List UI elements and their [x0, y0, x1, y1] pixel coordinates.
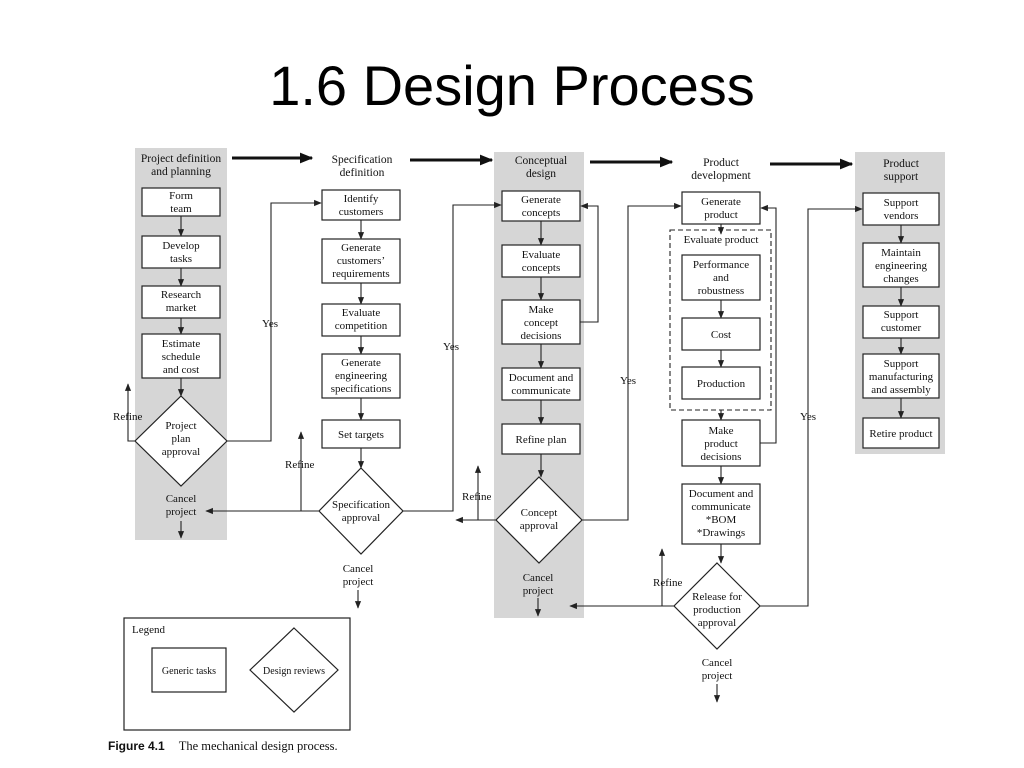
project-approval-diamond	[134, 395, 228, 487]
support-manuf-box	[862, 353, 940, 399]
set-targets-label: Set targets	[338, 429, 384, 441]
yes-label-3: Yes	[620, 375, 636, 387]
cost-box	[681, 317, 761, 351]
refine-label-2: Refine	[285, 459, 314, 471]
refine-plan-label: Refine plan	[515, 434, 567, 446]
support-vendors-box	[862, 192, 940, 226]
spec-approval-diamond	[318, 467, 404, 555]
yes-label-2: Yes	[443, 341, 459, 353]
refine-label-1: Refine	[113, 411, 142, 423]
research-market-box	[141, 285, 221, 319]
identify-customers-box	[321, 189, 401, 221]
retire-product-label: Retire product	[869, 428, 932, 440]
evaluate-product-label: Evaluate product	[684, 234, 759, 246]
product-loop	[760, 204, 777, 444]
yes-path-3	[582, 202, 682, 521]
yes-path-4	[760, 205, 863, 607]
gen-requirements-box	[321, 238, 401, 284]
doc-comm-box	[501, 367, 581, 401]
performance-box	[681, 254, 761, 301]
refine-loop-1	[124, 383, 135, 442]
production-label: Production	[697, 378, 746, 390]
gen-product-box	[681, 191, 761, 225]
estimate-box	[141, 333, 221, 379]
support-customer-box	[862, 305, 940, 339]
concept-approval-diamond	[495, 476, 583, 564]
refine-label-4: Refine	[653, 577, 682, 589]
gen-concepts-box	[501, 190, 581, 222]
legend-generic-label: Generic tasks	[162, 666, 216, 677]
slide-title: 1.6 Design Process	[269, 54, 755, 117]
figure-number: Figure 4.1	[108, 739, 165, 753]
develop-tasks-box	[141, 235, 221, 269]
yes-path-2	[403, 201, 502, 512]
figure-caption: Figure 4.1 The mechanical design process…	[108, 737, 338, 754]
yes-path-1	[227, 199, 322, 442]
yes-label-4: Yes	[800, 411, 816, 423]
yes-label-1: Yes	[262, 318, 278, 330]
form-team-box	[141, 187, 221, 217]
legend-review-diamond	[249, 627, 339, 713]
legend-title: Legend	[132, 624, 165, 636]
concept-loop	[580, 202, 599, 323]
figure-caption-text: The mechanical design process.	[179, 739, 338, 753]
refine-loop-2	[297, 431, 319, 512]
release-approval-diamond	[673, 562, 761, 650]
legend-review-label: Design reviews	[263, 666, 325, 677]
maintain-changes-box	[862, 242, 940, 288]
retire-product-box	[862, 417, 940, 449]
legend-generic-box	[151, 647, 227, 693]
doc-comm2-box	[681, 483, 761, 545]
make-product-box	[681, 419, 761, 467]
eval-concepts-box	[501, 244, 581, 278]
refine-label-3: Refine	[462, 491, 491, 503]
set-targets-box	[321, 419, 401, 449]
cost-label: Cost	[711, 329, 731, 341]
production-box	[681, 366, 761, 400]
